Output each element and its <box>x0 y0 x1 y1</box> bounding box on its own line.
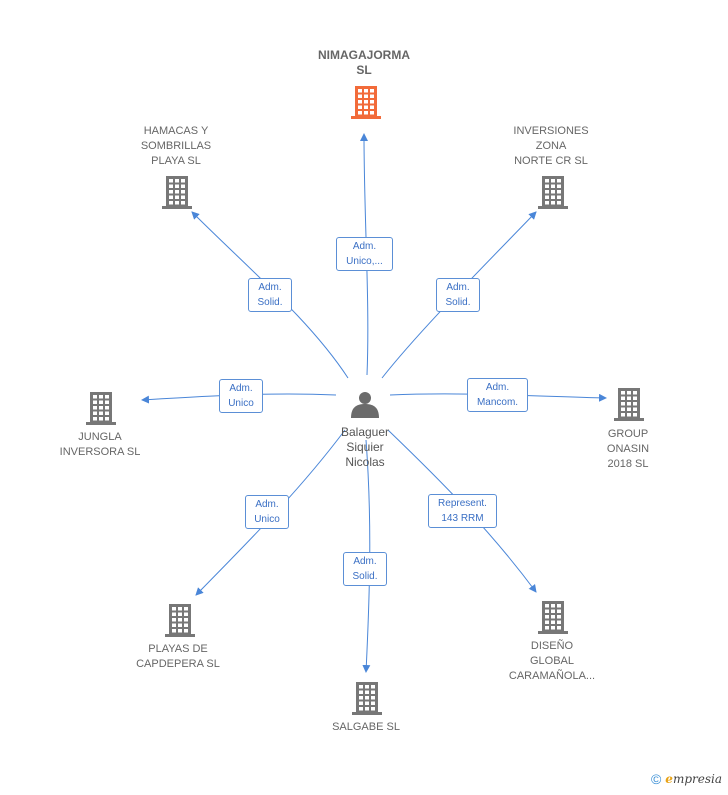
role-label-line: Represent. <box>438 498 487 509</box>
company-label-line: PLAYA SL <box>151 155 201 167</box>
role-label-line: 143 RRM <box>441 513 484 524</box>
company-label-line: CAPDEPERA SL <box>136 658 220 670</box>
company-label-line: INVERSIONES <box>513 125 589 137</box>
building-icon[interactable] <box>351 86 381 119</box>
building-icon[interactable] <box>538 601 568 634</box>
role-label-group[interactable]: Adm. Mancom. <box>467 378 528 412</box>
role-label-playas[interactable]: Adm. Unico <box>245 495 289 529</box>
copyright-icon: © <box>650 771 662 787</box>
company-label-line: SL <box>356 63 372 77</box>
company-label-line: DISEÑO <box>530 640 574 652</box>
role-label-line: Solid. <box>352 571 378 582</box>
company-label-line: 2018 SL <box>607 458 649 470</box>
empresia-logo: empresia <box>665 772 722 786</box>
company-label-line: NORTE CR SL <box>514 155 588 167</box>
role-label-line: Solid. <box>257 297 283 308</box>
role-label-line: Mancom. <box>476 397 519 408</box>
company-label-line: SALGABE SL <box>332 721 400 733</box>
company-label-inversiones[interactable]: INVERSIONES ZONA NORTE CR SL <box>491 124 611 169</box>
logo-initial: e <box>665 772 673 786</box>
building-icon[interactable] <box>165 604 195 637</box>
person-name-line: Nicolas <box>345 455 385 469</box>
role-label-line: Adm. <box>229 383 253 394</box>
building-icon[interactable] <box>352 682 382 715</box>
role-label-line: Unico,... <box>346 256 383 267</box>
role-label-line: Solid. <box>445 297 471 308</box>
building-icon[interactable] <box>614 388 644 421</box>
role-label-jungla[interactable]: Adm. Unico <box>219 379 263 413</box>
role-label-salgabe[interactable]: Adm. Solid. <box>343 552 387 586</box>
company-label-line: SOMBRILLAS <box>140 140 212 152</box>
role-label-line: Adm. <box>446 282 470 293</box>
person-name-line: Siquier <box>346 440 384 454</box>
role-label-nimagajorma[interactable]: Adm. Unico,... <box>336 237 393 271</box>
company-label-line: INVERSORA SL <box>59 446 141 458</box>
logo-rest: mpresia <box>672 772 722 786</box>
role-label-diseno[interactable]: Represent. 143 RRM <box>428 494 497 528</box>
company-label-hamacas[interactable]: HAMACAS Y SOMBRILLAS PLAYA SL <box>116 124 236 169</box>
role-label-line: Unico <box>254 514 280 525</box>
role-label-line: Adm. <box>255 499 279 510</box>
building-icon[interactable] <box>538 176 568 209</box>
company-label-salgabe[interactable]: SALGABE SL <box>306 720 426 735</box>
company-label-playas[interactable]: PLAYAS DE CAPDEPERA SL <box>118 642 238 672</box>
company-label-line: ZONA <box>535 140 567 152</box>
role-label-hamacas[interactable]: Adm. Solid. <box>248 278 292 312</box>
footer-brand: © empresia <box>651 771 722 787</box>
role-label-inversiones[interactable]: Adm. Solid. <box>436 278 480 312</box>
company-label-nimagajorma[interactable]: NIMAGAJORMA SL <box>304 48 424 78</box>
company-label-line: ONASIN <box>606 443 650 455</box>
company-label-line: NIMAGAJORMA <box>318 48 410 62</box>
role-label-line: Adm. <box>485 382 510 393</box>
person-icon[interactable] <box>351 392 379 418</box>
company-label-line: PLAYAS DE <box>148 643 208 655</box>
person-name[interactable]: Balaguer Siquier Nicolas <box>315 425 415 470</box>
company-label-diseno[interactable]: DISEÑO GLOBAL CARAMAÑOLA... <box>492 639 612 684</box>
building-icon[interactable] <box>162 176 192 209</box>
company-label-group[interactable]: GROUP ONASIN 2018 SL <box>568 427 688 472</box>
company-label-line: JUNGLA <box>78 431 122 443</box>
company-label-line: GROUP <box>607 428 649 440</box>
building-icon[interactable] <box>86 392 116 425</box>
role-label-line: Adm. <box>258 282 282 293</box>
company-label-line: HAMACAS Y <box>143 125 209 137</box>
person-name-line: Balaguer <box>340 425 390 439</box>
role-label-line: Unico <box>228 398 254 409</box>
company-label-line: GLOBAL <box>529 655 575 667</box>
role-label-line: Adm. <box>352 241 377 252</box>
role-label-line: Adm. <box>353 556 377 567</box>
company-label-jungla[interactable]: JUNGLA INVERSORA SL <box>40 430 160 460</box>
company-label-line: CARAMAÑOLA... <box>508 670 596 682</box>
